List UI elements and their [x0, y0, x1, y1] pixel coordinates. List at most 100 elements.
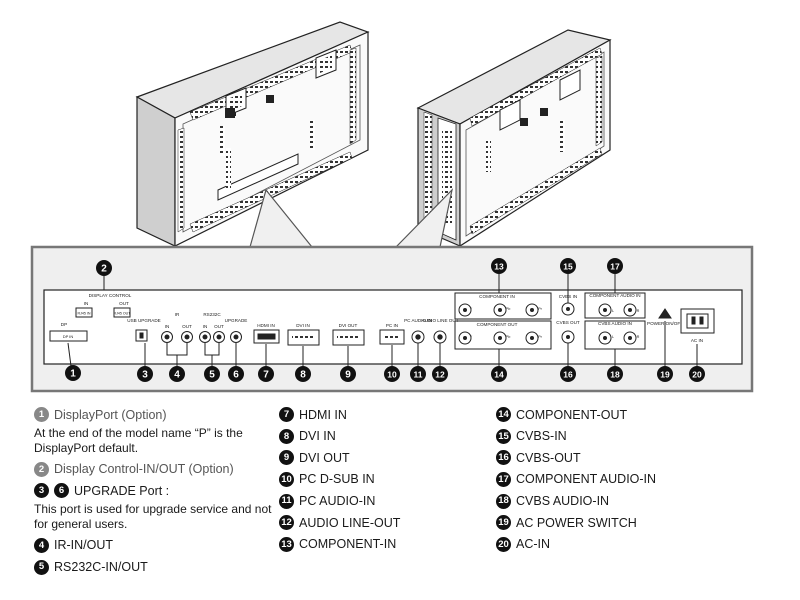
legend-item: 4 IR-IN/OUT — [34, 535, 274, 557]
legend-note: At the end of the model name “P” is the … — [34, 425, 243, 455]
legend-item-label: CVBS-OUT — [516, 450, 581, 465]
component-out-pr-label: Pr — [538, 335, 543, 339]
cvbs-out-label: CVBS OUT — [556, 320, 580, 325]
legend-number-badge: 15 — [496, 428, 511, 444]
callout-14-number: 14 — [494, 370, 504, 380]
legend-number-badge: 19 — [496, 515, 511, 531]
ir-label: IR — [175, 312, 180, 317]
legend-item-label: IR-IN/OUT — [54, 538, 114, 553]
callout-8-badge — [295, 366, 311, 382]
legend-column-1: 1 DisplayPort (Option) At the end of the m… — [34, 404, 274, 578]
legend-item-label: DVI OUT — [299, 450, 350, 465]
legend-item: 5 RS232C-IN/OUT — [34, 556, 274, 578]
legend-item-label: DVI IN — [299, 429, 336, 444]
legend-number-badge: 10 — [279, 472, 294, 488]
legend-number-badge: 16 — [496, 450, 511, 466]
legend-item-label: PC D-SUB IN — [299, 472, 375, 487]
legend-number-badge: 4 — [34, 538, 49, 554]
callout-1-badge — [65, 365, 81, 381]
legend-number-badge: 11 — [279, 493, 294, 509]
legend-number-badge: 8 — [279, 428, 294, 444]
legend-item-label: RS232C-IN/OUT — [54, 559, 148, 574]
monitor-rear-right — [416, 29, 612, 248]
callout-6-badge — [228, 366, 244, 382]
callout-1-number: 1 — [70, 369, 76, 380]
legend-number-badge: 7 — [279, 407, 294, 423]
legend-item-label: COMPONENT-IN — [299, 537, 397, 552]
legend-item: 1 DisplayPort (Option) — [34, 404, 274, 426]
zoom-funnel — [249, 188, 454, 248]
callout-15-badge — [560, 258, 576, 274]
legend-number-badge: 3 — [34, 483, 49, 499]
callout-10-number: 10 — [387, 370, 397, 380]
callout-16-badge — [560, 366, 576, 382]
legend-number-badge: 18 — [496, 493, 511, 509]
legend-number-badge: 6 — [54, 483, 69, 499]
callout-16-number: 16 — [563, 370, 573, 380]
callout-6-number: 6 — [233, 370, 239, 381]
callout-3-badge — [137, 366, 153, 382]
legend-item-label: AC POWER SWITCH — [516, 515, 637, 530]
legend-item-label: UPGRADE Port : — [74, 483, 170, 498]
usb-upgrade-label: USB UPGRADE — [127, 318, 160, 323]
legend-number-badge: 2 — [34, 461, 49, 477]
legend-number-badge: 1 — [34, 407, 49, 423]
legend-number-badge: 14 — [496, 407, 511, 423]
legend-number-badge: 5 — [34, 559, 49, 575]
callout-13-number: 13 — [494, 262, 504, 272]
callout-19-number: 19 — [660, 370, 670, 380]
callout-18-badge — [607, 366, 623, 382]
monitor-rear-left — [135, 21, 370, 247]
legend-item: 8 DVI IN — [279, 426, 489, 448]
ir-in-label: IN — [165, 324, 170, 329]
legend-item-label: CVBS AUDIO-IN — [516, 493, 610, 508]
legend-item: 17 COMPONENT AUDIO-IN — [496, 469, 786, 491]
legend-number-badge: 9 — [279, 450, 294, 466]
legend-item: 13 COMPONENT-IN — [279, 534, 489, 556]
callout-5-badge — [204, 366, 220, 382]
component-out-label: COMPONENT OUT — [477, 322, 518, 327]
callout-4-badge — [169, 366, 185, 382]
rj45-out-port — [113, 307, 131, 318]
rear-panel-illustration: DISPLAY CONTROL IN OUT DP USB UPGRADE IR… — [30, 21, 754, 393]
callout-15-number: 15 — [563, 262, 573, 272]
callout-19-badge — [657, 366, 673, 382]
legend-item-label: HDMI IN — [299, 407, 347, 422]
rj45-in-port — [75, 307, 93, 318]
pc-audio-in-label: PC AUDIO IN — [404, 318, 432, 323]
component-in-group — [454, 292, 552, 320]
callout-17-number: 17 — [610, 262, 620, 272]
dvi-out-label: DVI OUT — [339, 323, 358, 328]
callout-9-badge — [340, 366, 356, 382]
upgrade-label: UPGRADE — [225, 318, 248, 323]
component-audio-r-label: R — [637, 309, 640, 313]
display-control-in-label: IN — [84, 301, 89, 306]
component-in-label: COMPONENT IN — [479, 294, 515, 299]
callout-14-badge — [491, 366, 507, 382]
rs-in-label: IN — [203, 324, 208, 329]
rj45-out-port-label: RJ45 OUT — [114, 312, 132, 316]
legend-item: 16 CVBS-OUT — [496, 447, 786, 469]
audio-line-out-label: AUDIO LINE OUT — [421, 318, 458, 323]
cvbs-audio-l-label: L — [612, 335, 614, 339]
callout-11-number: 11 — [414, 370, 423, 380]
callout-20-badge — [689, 366, 705, 382]
legend-item-label: DisplayPort (Option) — [54, 407, 167, 422]
legend-item-label: COMPONENT AUDIO-IN — [516, 472, 657, 487]
legend-number-badge: 13 — [279, 536, 294, 552]
port-legend: 1 DisplayPort (Option) At the end of the m… — [0, 404, 800, 600]
legend-item: 18 CVBS AUDIO-IN — [496, 490, 786, 512]
legend-number-badge: 12 — [279, 515, 294, 531]
legend-item-label: AUDIO LINE-OUT — [299, 515, 401, 530]
legend-item-label: AC-IN — [516, 537, 551, 552]
leader-lines — [67, 274, 698, 367]
component-in-pr-label: Pr — [538, 307, 543, 311]
callout-4-number: 4 — [174, 370, 180, 381]
legend-number-badge: 17 — [496, 472, 511, 488]
